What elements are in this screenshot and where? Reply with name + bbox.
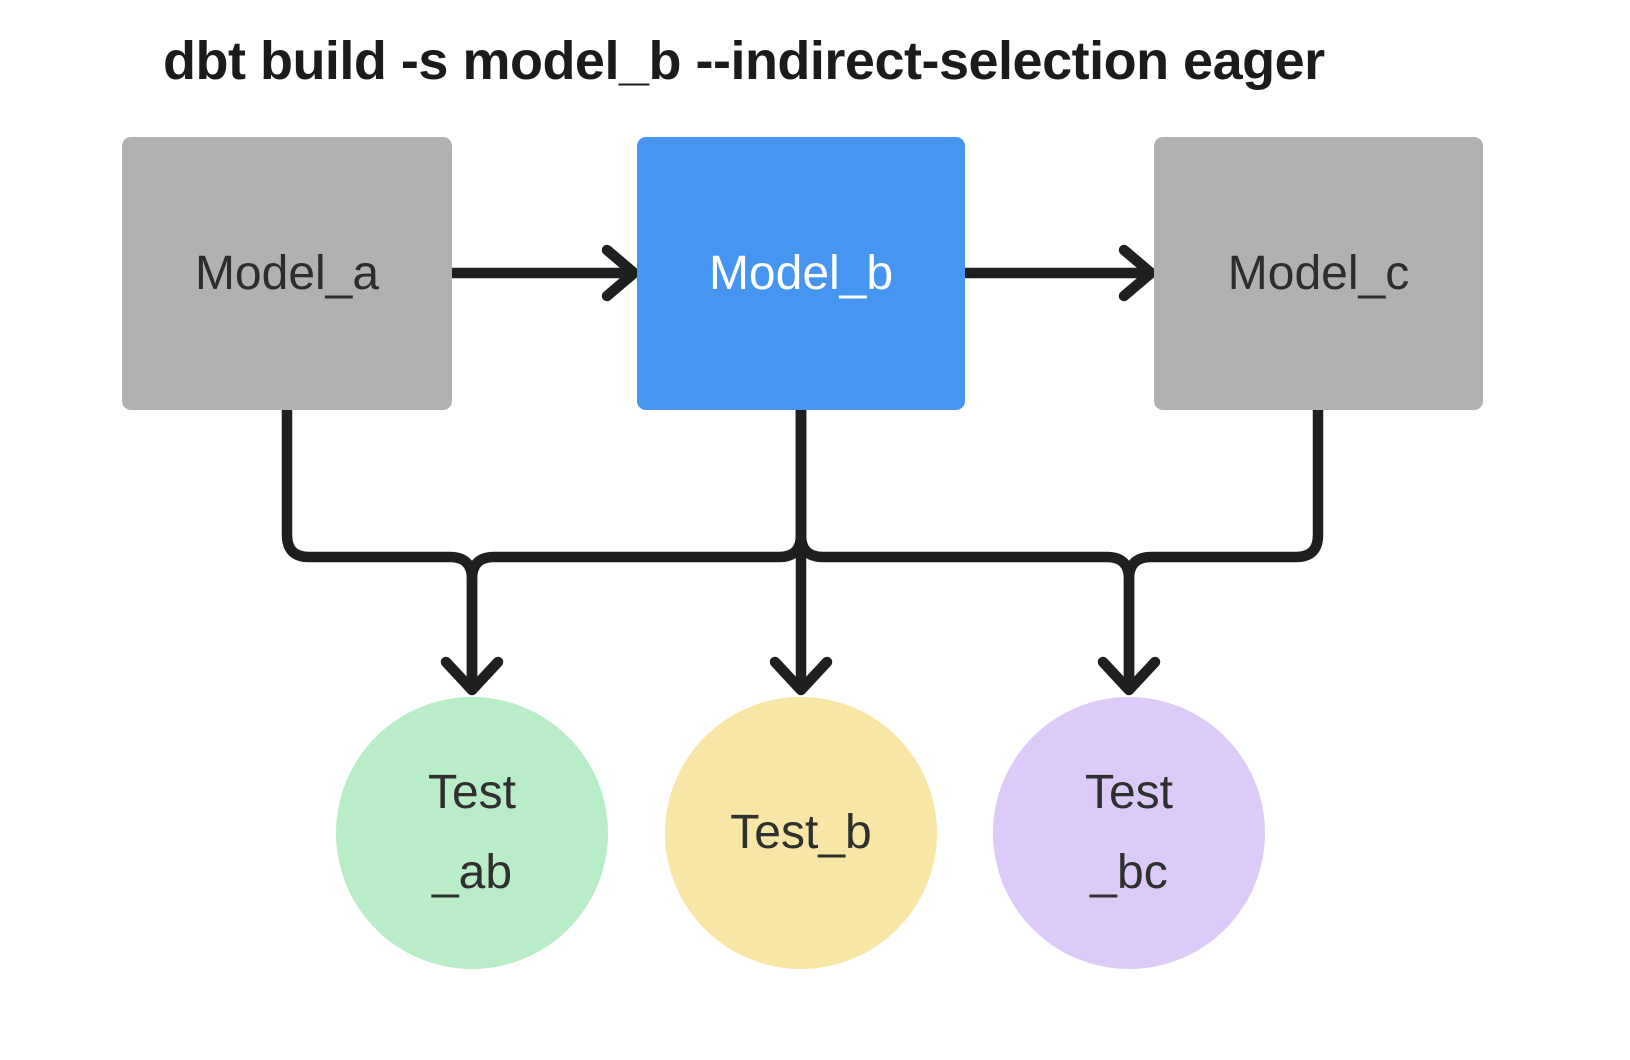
- edge-model-b-to-test-ab: [466, 404, 807, 690]
- node-model-b-label: Model_b: [708, 247, 894, 300]
- node-model-a-label: Model_a: [194, 247, 380, 300]
- command-title: dbt build -s model_b --indirect-selectio…: [163, 31, 1325, 91]
- node-test-ab-label-line2: _ab: [431, 846, 513, 899]
- arrowhead-test-ab: [440, 656, 504, 696]
- arrowhead-model-c: [1118, 244, 1157, 302]
- node-model-c: Model_c: [1154, 137, 1483, 410]
- arrowhead-model-b: [601, 244, 640, 302]
- node-model-b: Model_b: [637, 137, 965, 410]
- node-test-bc-label-line2: _bc: [1090, 846, 1168, 899]
- node-test-bc: Test _bc: [993, 697, 1265, 969]
- edge-model-b-to-test-bc: [795, 404, 1135, 690]
- edge-model-c-to-test-bc: [1123, 404, 1324, 690]
- node-test-b-label-line1: Test_b: [730, 806, 872, 859]
- edge-model-a-to-test-ab: [281, 404, 478, 690]
- node-test-ab: Test _ab: [336, 697, 608, 969]
- node-test-ab-label-line1: Test: [427, 766, 517, 819]
- node-test-bc-label-line1: Test: [1084, 766, 1174, 819]
- arrowhead-test-bc: [1097, 656, 1161, 696]
- node-model-c-label: Model_c: [1227, 247, 1410, 300]
- arrowhead-test-b: [769, 656, 833, 696]
- node-model-a: Model_a: [122, 137, 452, 410]
- node-test-b: Test_b: [665, 697, 937, 969]
